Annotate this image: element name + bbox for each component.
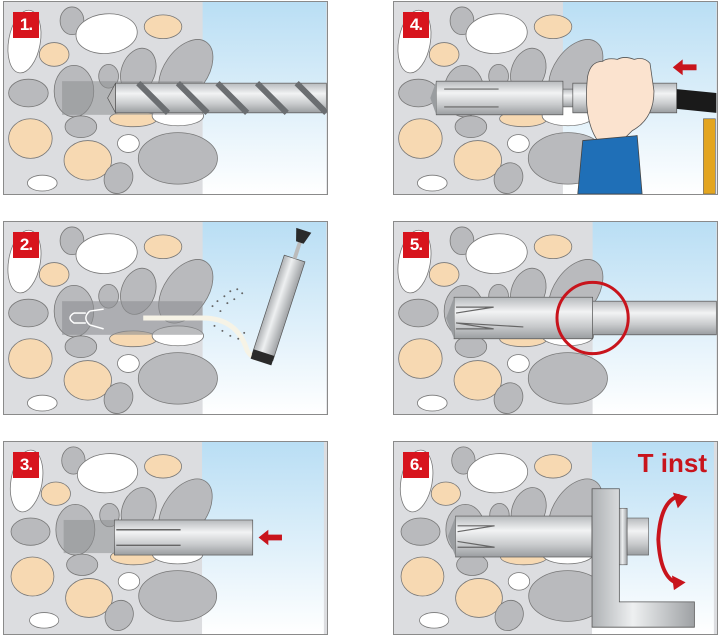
nut-icon [626, 517, 649, 556]
step-panel-3: 3. [3, 441, 328, 635]
blow-out-illustration [4, 222, 327, 414]
washer-icon [619, 507, 628, 566]
drill-bit-icon [107, 81, 327, 115]
inspection-circle-icon [555, 280, 630, 356]
step-panel-4: 4. [393, 1, 718, 195]
dust-cloud [211, 288, 246, 340]
step-badge: 2. [13, 232, 39, 258]
drill-illustration [4, 2, 327, 194]
hammer-icon [676, 89, 717, 194]
push-arrow-icon [258, 529, 282, 546]
step-panel-5: 5. [393, 221, 718, 415]
step-panel-1: 1. [3, 1, 328, 195]
step-badge: 4. [403, 12, 429, 38]
anchor-sleeve-icon [430, 80, 564, 116]
push-arrow-icon [672, 59, 697, 76]
step-badge: 6. [403, 452, 429, 478]
hammer-set-illustration [394, 2, 717, 194]
expanded-anchor-icon [446, 296, 717, 340]
angle-bracket-icon [591, 488, 695, 628]
hand-icon [577, 57, 655, 194]
airflow-arrows-icon [69, 308, 104, 330]
expanded-anchor-icon [447, 515, 593, 558]
step-panel-2: 2. [3, 221, 328, 415]
step-badge: 3. [13, 452, 39, 478]
blow-pump-icon [250, 227, 312, 366]
step-badge: 1. [13, 12, 39, 38]
insert-anchor-illustration [5, 442, 324, 634]
torque-label: T inst [637, 448, 707, 478]
rotation-arrow-icon [656, 493, 681, 586]
anchor-sleeve-icon [113, 519, 254, 556]
step-badge: 5. [403, 232, 429, 258]
check-setting-illustration [394, 222, 717, 414]
tighten-torque-illustration [395, 442, 714, 634]
step-panel-6: 6. T inst [393, 441, 718, 635]
